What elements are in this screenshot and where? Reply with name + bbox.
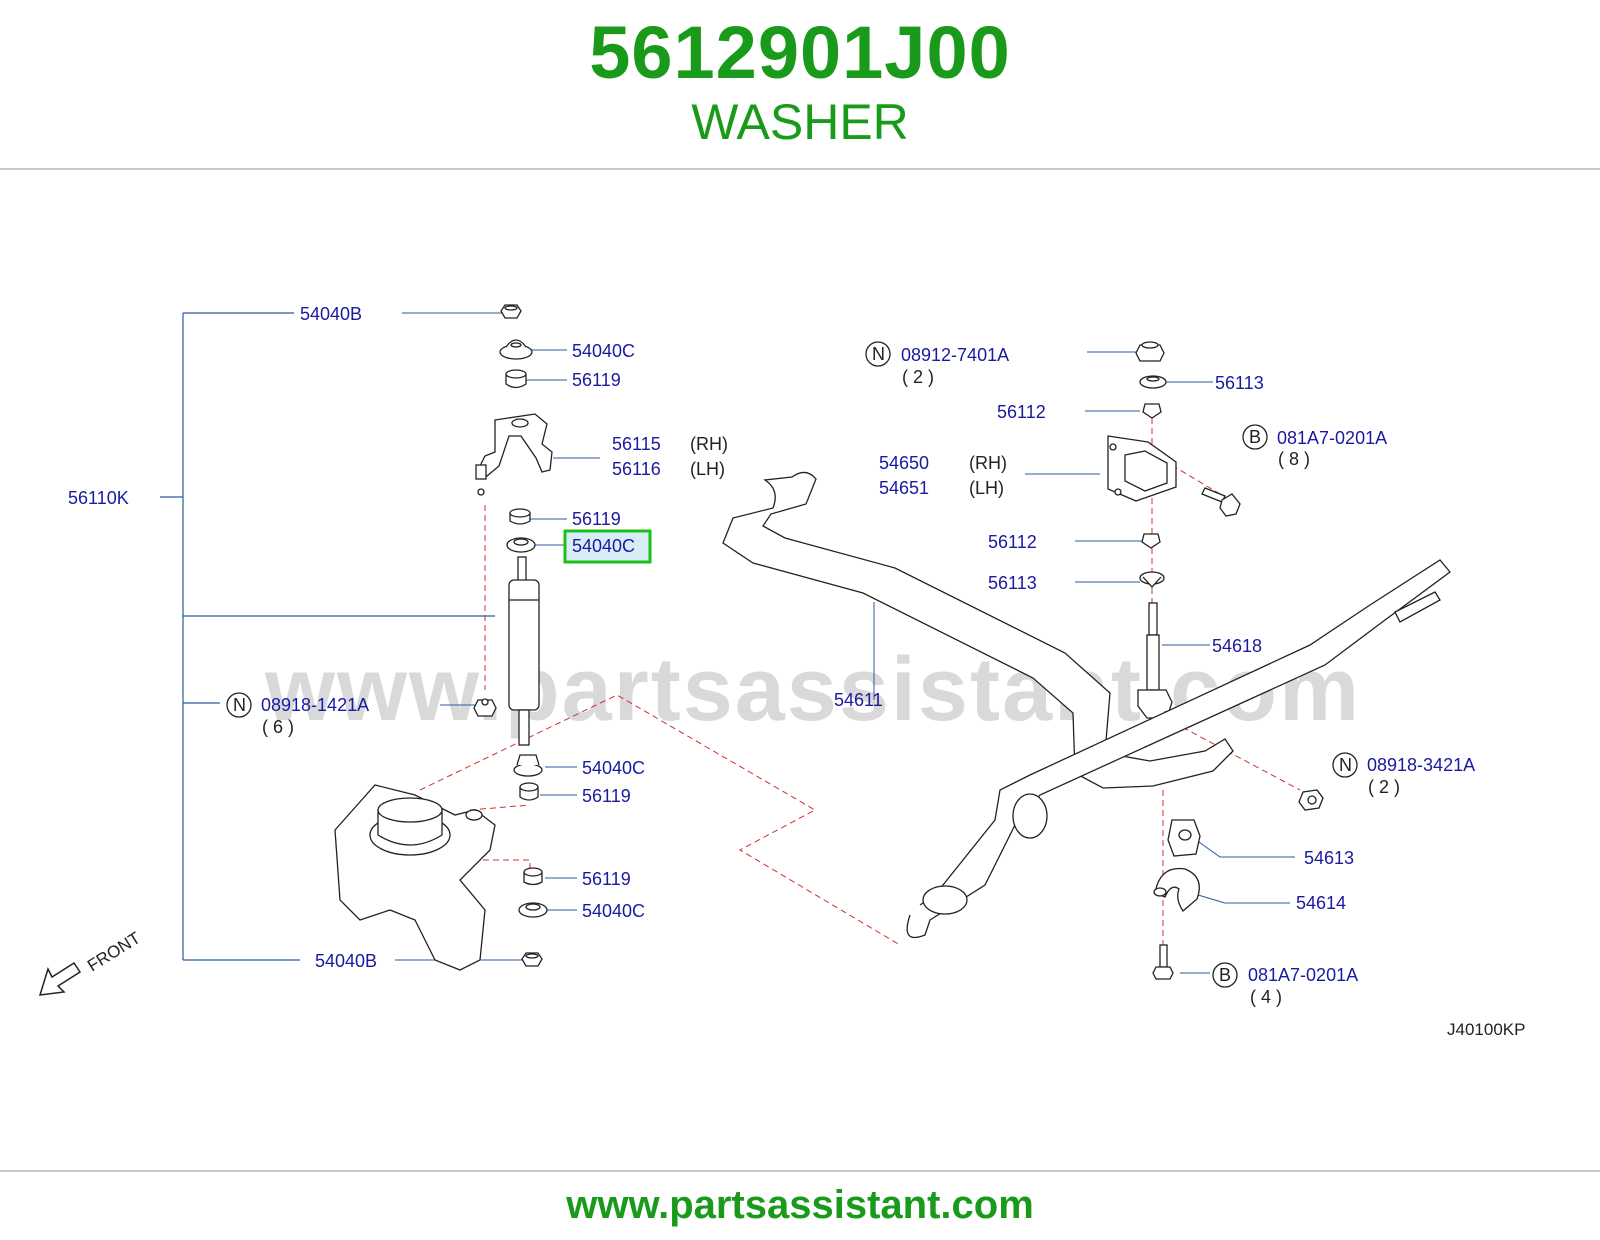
nut-08918-3421A-icon xyxy=(1298,789,1324,811)
stabilizer-parts xyxy=(722,341,1451,980)
dashed-axis-left xyxy=(419,505,901,946)
label-08918-1421A[interactable]: 08918-1421A xyxy=(261,695,369,715)
qty-8: ( 8 ) xyxy=(1278,449,1310,469)
bushing-56112-top-icon xyxy=(1142,403,1162,419)
b-marker-icon xyxy=(1242,424,1268,450)
shock-absorber-icon xyxy=(508,556,540,746)
washer-54040C-highlighted-icon xyxy=(506,537,536,553)
label-56113-top[interactable]: 56113 xyxy=(1215,373,1264,393)
label-56115[interactable]: 56115 xyxy=(612,434,661,454)
label-56110K[interactable]: 56110K xyxy=(68,488,129,508)
label-rh-1: (RH) xyxy=(690,434,728,454)
label-lh-2: (LH) xyxy=(969,478,1004,498)
qty-4: ( 4 ) xyxy=(1250,987,1282,1007)
front-label: FRONT xyxy=(84,928,144,975)
label-54040C-selected[interactable]: 54040C xyxy=(572,536,635,556)
label-rh-2: (RH) xyxy=(969,453,1007,473)
b-marker-letter: B xyxy=(1249,427,1261,447)
clamp-54614-icon xyxy=(1153,867,1200,912)
n-marker-icon xyxy=(865,341,891,367)
header-divider xyxy=(0,168,1600,170)
exploded-parts-diagram: www.partsassistant.com xyxy=(0,280,1600,1070)
label-54613[interactable]: 54613 xyxy=(1304,848,1354,868)
label-lh-1: (LH) xyxy=(690,459,725,479)
n-marker-letter: N xyxy=(872,344,885,364)
label-54651[interactable]: 54651 xyxy=(879,478,929,498)
label-56112-bottom[interactable]: 56112 xyxy=(988,532,1037,552)
nut-54040B-bottom-icon xyxy=(521,952,543,967)
leader-lines-right xyxy=(873,351,1295,974)
label-081A7-0201A-b[interactable]: 081A7-0201A xyxy=(1248,965,1358,985)
watermark-text: www.partsassistant.com xyxy=(264,640,1361,740)
front-arrow-icon xyxy=(38,961,82,996)
label-54040B-bottom[interactable]: 54040B xyxy=(315,951,377,971)
stabilizer-bar-54611-icon xyxy=(722,471,1234,789)
part-name-subtitle: WASHER xyxy=(691,94,909,150)
label-54040C-3[interactable]: 54040C xyxy=(582,758,645,778)
bracket-56110K xyxy=(160,312,495,961)
label-54040C-1[interactable]: 54040C xyxy=(572,341,635,361)
bolt-081A7-0201A-bottom-icon xyxy=(1152,944,1174,980)
label-08912-7401A[interactable]: 08912-7401A xyxy=(901,345,1009,365)
qty-2a: ( 2 ) xyxy=(902,367,934,387)
axle-housing-icon xyxy=(334,784,496,971)
label-54650[interactable]: 54650 xyxy=(879,453,929,473)
bushing-56112-bottom-icon xyxy=(1141,533,1161,549)
nut-08912-7401A-icon xyxy=(1135,341,1165,362)
washer-54040C-icon xyxy=(513,754,543,777)
label-54614[interactable]: 54614 xyxy=(1296,893,1346,913)
label-081A7-0201A-a[interactable]: 081A7-0201A xyxy=(1277,428,1387,448)
label-56119-1[interactable]: 56119 xyxy=(572,370,621,390)
part-number-title: 5612901J00 xyxy=(589,11,1011,94)
footer-url-link[interactable]: www.partsassistant.com xyxy=(566,1183,1034,1227)
washer-56113-bottom-icon xyxy=(1139,571,1165,588)
b-marker-letter: B xyxy=(1219,965,1231,985)
label-54618[interactable]: 54618 xyxy=(1212,636,1262,656)
washer-54040C-icon xyxy=(499,339,533,360)
washer-54040C-icon xyxy=(518,902,548,918)
bracket-54650-icon xyxy=(1107,435,1177,502)
qty-2b: ( 2 ) xyxy=(1368,777,1400,797)
label-54611[interactable]: 54611 xyxy=(834,690,883,710)
label-56112-top[interactable]: 56112 xyxy=(997,402,1046,422)
label-56119-2[interactable]: 56119 xyxy=(572,509,621,529)
bushing-56119-icon xyxy=(509,508,531,525)
nut-54040B-top-icon xyxy=(500,304,522,319)
n-marker-letter: N xyxy=(1339,755,1352,775)
qty-6: ( 6 ) xyxy=(262,717,294,737)
washer-56113-top-icon xyxy=(1139,375,1167,389)
b-marker-icon xyxy=(1212,962,1238,988)
diagram-code: J40100KP xyxy=(1447,1020,1525,1039)
stabilizer-link-54618-icon xyxy=(1137,602,1181,721)
label-56113-bottom[interactable]: 56113 xyxy=(988,573,1037,593)
lower-arm-icon xyxy=(906,559,1451,939)
mounting-bracket-56115-icon xyxy=(475,413,553,496)
n-marker-letter: N xyxy=(233,695,246,715)
label-54040C-4[interactable]: 54040C xyxy=(582,901,645,921)
bushing-56119-icon xyxy=(505,369,527,389)
label-54040B-top[interactable]: 54040B xyxy=(300,304,362,324)
label-56119-4[interactable]: 56119 xyxy=(582,869,631,889)
bushing-54613-icon xyxy=(1167,819,1201,857)
page-header: 5612901J00 WASHER xyxy=(0,0,1600,170)
n-marker-icon xyxy=(1332,752,1358,778)
bushing-56119-icon xyxy=(523,867,543,886)
highlight-box-54040C[interactable] xyxy=(563,529,652,564)
shock-absorber-parts xyxy=(334,304,553,971)
label-56119-3[interactable]: 56119 xyxy=(582,786,631,806)
label-08918-3421A[interactable]: 08918-3421A xyxy=(1367,755,1475,775)
footer-divider xyxy=(0,1170,1600,1172)
bolt-081A7-0201A-icon xyxy=(1201,487,1241,517)
bushing-56119-icon xyxy=(519,782,539,801)
label-56116[interactable]: 56116 xyxy=(612,459,661,479)
nut-08918-1421A-icon xyxy=(473,698,497,717)
n-marker-icon xyxy=(226,692,252,718)
